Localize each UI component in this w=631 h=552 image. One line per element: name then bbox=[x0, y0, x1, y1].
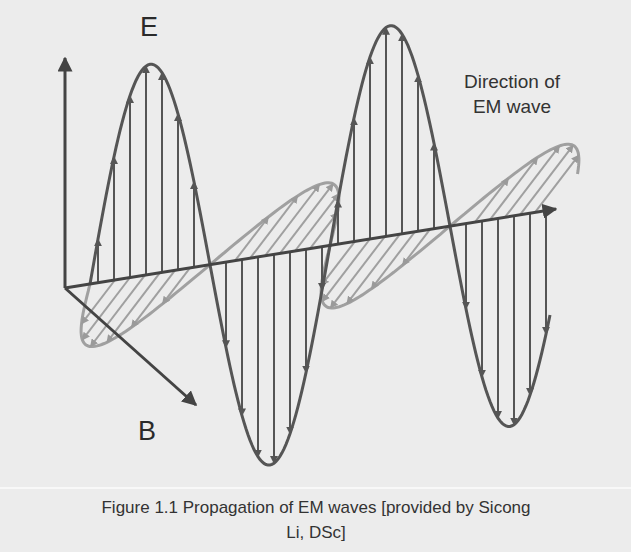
e-field-vector bbox=[337, 200, 339, 244]
direction-label: Direction of EM wave bbox=[462, 70, 562, 119]
e-field-vector bbox=[225, 262, 227, 347]
b-field-vector bbox=[163, 268, 191, 304]
b-field-vector bbox=[280, 184, 333, 254]
field-label: B bbox=[138, 416, 156, 447]
b-field-vector bbox=[520, 145, 573, 215]
figure-caption: Figure 1.1 Propagation of EM waves [prov… bbox=[101, 496, 531, 545]
b-axis bbox=[65, 288, 196, 405]
e-field-vector bbox=[257, 257, 259, 457]
e-field-vector bbox=[481, 221, 483, 377]
b-field-vector bbox=[371, 232, 415, 289]
e-field-vector bbox=[193, 182, 195, 267]
b-field-vector bbox=[403, 229, 431, 265]
e-field-vector bbox=[433, 143, 435, 228]
e-field-vector bbox=[145, 66, 147, 275]
b-field-vector bbox=[331, 237, 386, 308]
b-field-vector bbox=[535, 155, 579, 212]
b-field-vector bbox=[295, 194, 339, 251]
e-field-vector bbox=[417, 75, 419, 231]
e-field-vector bbox=[113, 157, 115, 280]
e-field-vector bbox=[545, 211, 547, 334]
e-field-vector bbox=[321, 247, 323, 291]
e-field-vector bbox=[289, 252, 291, 434]
e-field-vector bbox=[513, 216, 515, 425]
e-field-vector bbox=[161, 73, 163, 273]
b-field-vector bbox=[235, 217, 269, 261]
e-field-vector bbox=[497, 218, 499, 418]
b-field-vector bbox=[347, 234, 400, 304]
e-field-vector bbox=[129, 96, 131, 278]
e-field-vector bbox=[385, 28, 387, 237]
e-field-vector bbox=[305, 249, 307, 373]
e-field-vector bbox=[177, 114, 179, 270]
vertical-axis bbox=[64, 58, 67, 288]
separator-line bbox=[0, 487, 631, 489]
e-field-vector bbox=[401, 34, 403, 234]
e-field-vector bbox=[97, 239, 99, 283]
b-field-vector bbox=[505, 146, 560, 217]
e-field-vector bbox=[465, 224, 467, 309]
e-field-vector bbox=[273, 254, 275, 463]
b-field-vector bbox=[475, 178, 509, 222]
e-field-vector bbox=[529, 213, 531, 395]
e-field-vector bbox=[241, 260, 243, 416]
b-field-vector bbox=[131, 270, 175, 327]
e-field-vector bbox=[353, 118, 355, 241]
propagation-axis bbox=[65, 209, 556, 288]
b-field-vector bbox=[250, 196, 298, 258]
b-field-vector bbox=[265, 185, 320, 256]
e-field-vector bbox=[369, 57, 371, 239]
field-label: E bbox=[140, 12, 158, 43]
b-field-vector bbox=[490, 157, 538, 219]
